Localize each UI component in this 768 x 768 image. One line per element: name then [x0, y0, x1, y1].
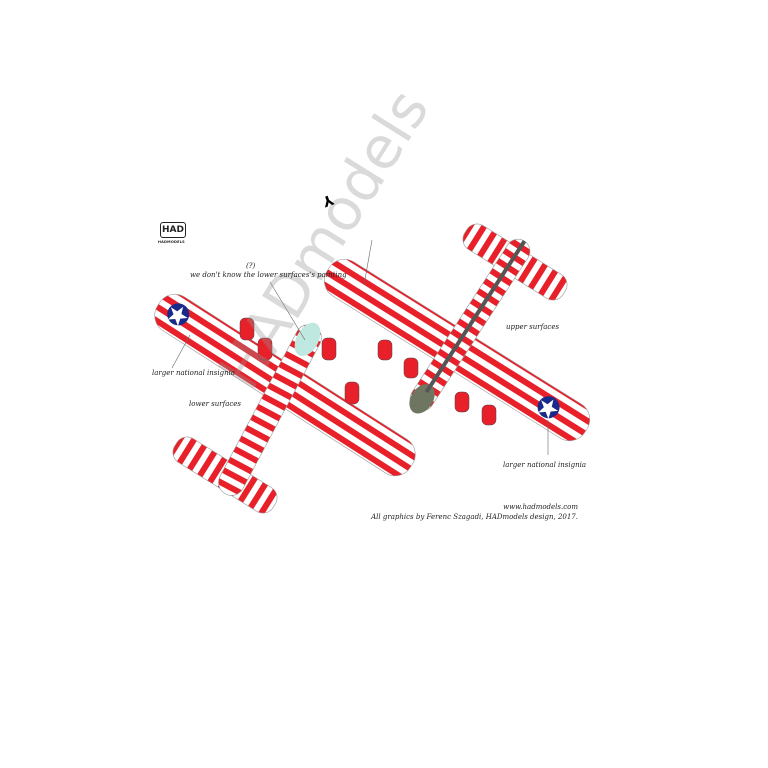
upper-engines — [377, 339, 497, 426]
question-mark-label: (?) — [246, 262, 256, 270]
upper-fuselage — [409, 238, 531, 414]
author-credit: All graphics by Ferenc Szagadi, HADmodel… — [371, 513, 578, 521]
lower-fuselage — [218, 322, 322, 496]
lower-surfaces-label: lower surfaces — [189, 400, 242, 408]
insignia-note-right: larger national insignia — [503, 461, 587, 469]
logo-subtitle: HADMODELS — [158, 240, 185, 244]
canopy — [294, 322, 321, 357]
upper-surfaces-label: upper surfaces — [506, 323, 560, 331]
website-credit: www.hadmodels.com — [503, 503, 578, 511]
lower-engines — [239, 317, 360, 405]
lower-painting-note: we don't know the lower surfaces's paint… — [190, 271, 347, 279]
leader-lines — [171, 239, 549, 455]
insignia-note-left: larger national insignia — [152, 369, 236, 377]
upper-surfaces-aircraft — [324, 223, 590, 442]
had-logo: HAD — [160, 222, 186, 238]
lower-surfaces-aircraft — [154, 293, 416, 514]
